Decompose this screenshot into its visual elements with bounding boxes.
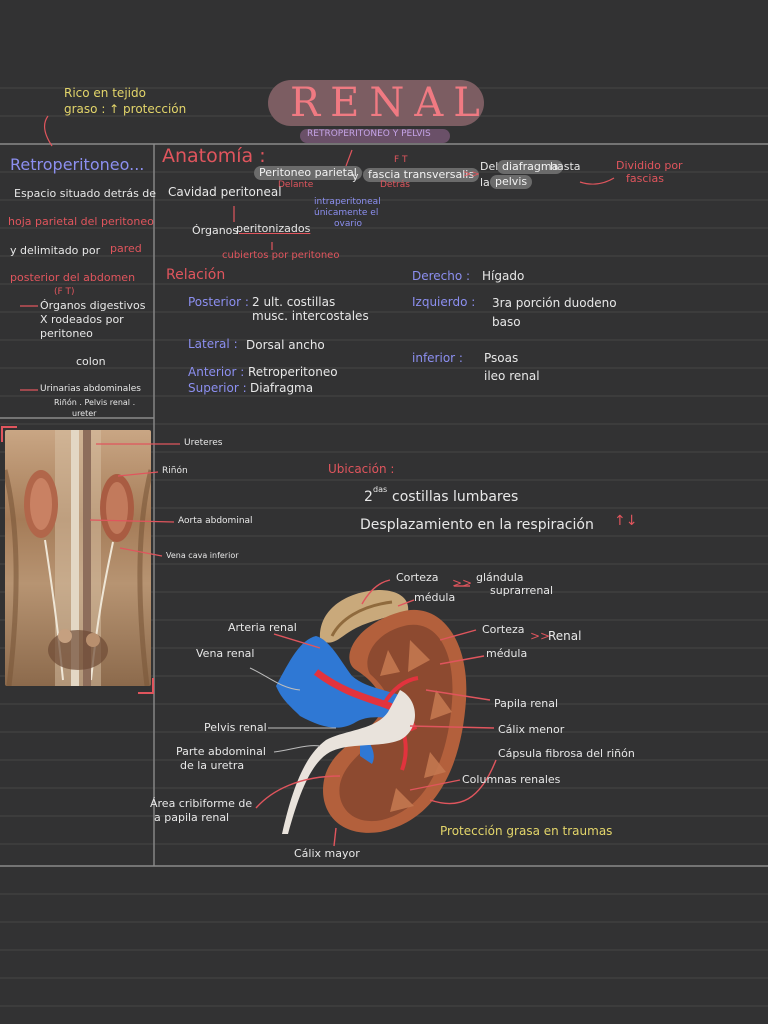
left-text-4: posterior del abdomen <box>10 271 136 284</box>
left-text-1: Espacio situado detrás de <box>14 187 157 200</box>
ft-label: F T <box>394 155 408 165</box>
anterior-key: Anterior : <box>188 365 245 379</box>
medula-label-1: médula <box>414 591 456 604</box>
proteccion-label: Protección grasa en traumas <box>440 824 613 838</box>
medula-label-2: médula <box>486 647 528 660</box>
dividido-label: Dividido por <box>616 159 683 172</box>
area-cribiforme-label-1: Área cribiforme de <box>150 797 253 810</box>
fascias-label: fascias <box>626 172 664 185</box>
retroperitoneo-heading: Retroperitoneo... <box>10 155 145 174</box>
inferior-value-1: Psoas <box>484 351 519 365</box>
fat-note-1: Rico en tejido <box>64 86 146 100</box>
left-text-2: hoja parietal del peritoneo <box>8 215 154 228</box>
renal-label: Renal <box>548 629 582 643</box>
peritoneo-parietal-pill: Peritoneo parietal <box>254 166 362 181</box>
title-banner <box>268 80 484 126</box>
subtitle-banner <box>300 129 450 143</box>
ubicacion-line2-arrow: ↑↓ <box>614 513 638 529</box>
posterior-key: Posterior : <box>188 295 249 309</box>
gg-2: >> <box>530 629 551 643</box>
left-text-3b: pared <box>110 242 142 255</box>
left-text-9: Urinarias abdominales <box>40 384 141 394</box>
inferior-value-2: ileo renal <box>484 369 540 383</box>
parte-abdominal-label-1: Parte abdominal <box>176 745 266 758</box>
corteza-label-1: Corteza <box>396 571 439 584</box>
lateral-value: Dorsal ancho <box>246 338 325 352</box>
left-text-8: colon <box>76 355 106 368</box>
left-text-6: X rodeados por <box>40 313 124 326</box>
cavidad-label: Cavidad peritoneal <box>168 185 282 199</box>
papila-renal-label: Papila renal <box>494 697 559 710</box>
izquierdo-value-1: 3ra porción duodeno <box>492 296 617 310</box>
inferior-key: inferior : <box>412 351 463 365</box>
intra-1: intraperitoneal <box>314 197 381 207</box>
posterior-value-2: musc. intercostales <box>252 309 369 323</box>
intra-2: únicamente el <box>314 208 379 218</box>
vena-cava-label: Vena cava inferior <box>166 551 239 560</box>
detras-label: Detrás <box>380 180 410 190</box>
anatomia-heading: Anatomía : <box>162 145 266 167</box>
pelvis-renal-label: Pelvis renal <box>204 721 267 734</box>
left-text-3a: y delimitado por <box>10 244 101 257</box>
vena-renal-label: Vena renal <box>196 647 255 660</box>
del-label: Del <box>480 160 499 173</box>
fat-note-2: graso : ↑ protección <box>64 102 187 116</box>
izquierdo-key: Izquierdo : <box>412 295 476 309</box>
glandula-label-1: glándula <box>476 571 524 584</box>
left-text-4b: (F T) <box>54 287 75 297</box>
intra-3: ovario <box>334 219 363 229</box>
fascia-pill: fascia transversalis <box>363 168 480 183</box>
arteria-renal-label: Arteria renal <box>228 621 297 634</box>
columnas-label: Columnas renales <box>462 773 561 786</box>
photo-bracket-top <box>1 426 17 442</box>
page-title: RENAL <box>290 80 490 126</box>
cubiertos-label: cubiertos por peritoneo <box>222 250 340 261</box>
rinon-label: Riñón <box>162 466 188 476</box>
aorta-label: Aorta abdominal <box>178 516 253 526</box>
superior-key: Superior : <box>188 381 247 395</box>
page-subtitle: RETROPERITONEO Y PELVIS <box>307 129 431 139</box>
area-cribiforme-label-2: a papila renal <box>154 811 230 824</box>
superior-value: Diafragma <box>250 381 314 395</box>
anterior-value: Retroperitoneo <box>248 365 338 379</box>
glandula-label-2: suprarrenal <box>490 584 554 597</box>
corteza-label-2: Corteza <box>482 623 525 636</box>
ubicacion-line1-sup: das <box>373 485 388 494</box>
delante-label: Delante <box>278 180 314 190</box>
diafragma-pill: diafragma <box>497 160 564 175</box>
fascia-gg: >> <box>463 169 480 180</box>
ubicacion-heading: Ubicación : <box>328 462 395 476</box>
calix-mayor-label: Cálix mayor <box>294 847 360 860</box>
parte-abdominal-label-2: de la uretra <box>180 759 245 772</box>
ubicacion-line1-number: 2 <box>364 489 373 505</box>
derecho-value: Hígado <box>482 269 525 283</box>
peritonizados-label: peritonizados <box>236 222 311 235</box>
y-connector: y <box>352 170 359 183</box>
la-label: la <box>480 176 490 189</box>
calix-menor-label: Cálix menor <box>498 723 565 736</box>
left-text-11: ureter <box>72 409 97 418</box>
left-text-5: Órganos digestivos <box>40 299 146 312</box>
ubicacion-line1-text: costillas lumbares <box>392 489 519 505</box>
izquierdo-value-2: baso <box>492 315 521 329</box>
organos-label: Órganos <box>192 224 239 237</box>
lateral-key: Lateral : <box>188 337 238 351</box>
ureteres-label: Ureteres <box>184 438 223 448</box>
relacion-heading: Relación <box>166 267 226 283</box>
photo-bracket-bottom <box>138 678 154 694</box>
left-text-10: Riñón . Pelvis renal . <box>54 398 136 407</box>
pelvis-pill: pelvis <box>490 175 533 190</box>
gg-1: >> <box>452 576 473 590</box>
capsula-label: Cápsula fibrosa del riñón <box>498 747 635 760</box>
ubicacion-line2: Desplazamiento en la respiración <box>360 517 594 533</box>
left-text-7: peritoneo <box>40 327 93 340</box>
hasta-label: hasta <box>550 160 581 173</box>
posterior-value-1: 2 ult. costillas <box>252 295 336 309</box>
derecho-key: Derecho : <box>412 269 471 283</box>
